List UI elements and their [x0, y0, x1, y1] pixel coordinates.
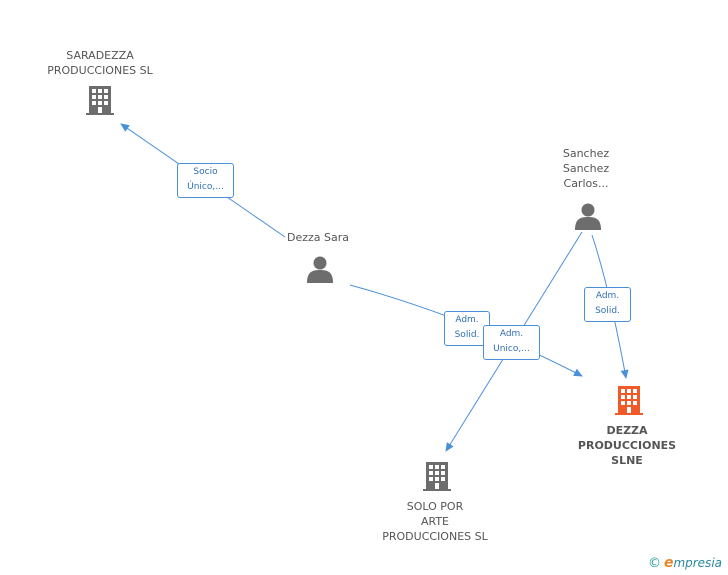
person-icon[interactable] — [307, 256, 333, 284]
node-label-sanchez[interactable]: Sanchez Sanchez Carlos... — [562, 147, 610, 190]
brand-e-mark: e — [663, 555, 674, 571]
edge-label-adm-unico[interactable]: Adm. Unico,... — [483, 325, 540, 360]
building-icon[interactable] — [423, 462, 451, 491]
copyright-symbol: © — [647, 555, 661, 571]
edge-label-adm-solid[interactable]: Adm. Solid. — [444, 311, 490, 346]
edge-label-socio-unico[interactable]: Socio Único,... — [177, 163, 234, 198]
building-icon[interactable] — [86, 86, 114, 115]
brand-wordmark: mpresia — [673, 556, 722, 570]
node-label-solo-por-arte[interactable]: SOLO POR ARTE PRODUCCIONES SL — [382, 500, 488, 543]
building-icon[interactable] — [615, 386, 643, 415]
node-label-dezza-sara[interactable]: Dezza Sara — [286, 231, 349, 244]
node-label-dezza-producciones[interactable]: DEZZA PRODUCCIONES SLNE — [577, 424, 677, 467]
person-icon[interactable] — [575, 203, 601, 231]
edge-label-adm-solid[interactable]: Adm. Solid. — [584, 287, 631, 322]
node-label-saradezza[interactable]: SARADEZZA PRODUCCIONES SL — [47, 49, 153, 77]
